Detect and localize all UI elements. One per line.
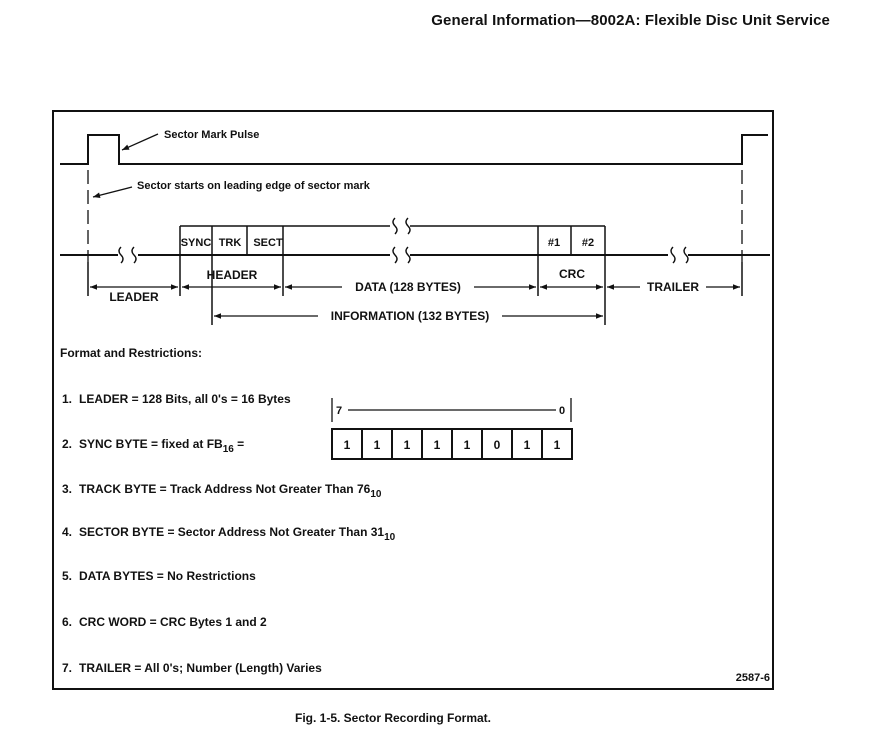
restriction-number: 4. (62, 525, 73, 539)
bit-cell-value: 1 (434, 438, 441, 452)
sector-mark-label: Sector Mark Pulse (164, 129, 259, 141)
field-crc-1: #1 (548, 237, 560, 249)
restriction-item: 4. SECTOR BYTE = Sector Address Not Great… (62, 525, 395, 543)
field-sync: SYNC (181, 237, 212, 249)
restriction-number: 1. (62, 392, 73, 406)
top-break-data (392, 217, 411, 235)
restriction-text: SYNC BYTE = fixed at FB (79, 437, 223, 451)
bit-lsb-label: 0 (559, 405, 565, 417)
restriction-number: 2. (62, 437, 73, 451)
bit-cell-value: 1 (464, 438, 471, 452)
figure-id: 2587-6 (735, 672, 770, 684)
field-crc-2: #2 (582, 237, 594, 249)
restriction-item: 5. DATA BYTES = No Restrictions (62, 569, 256, 583)
information-label: INFORMATION (132 BYTES) (331, 309, 489, 323)
restriction-text: DATA BYTES = No Restrictions (79, 569, 256, 583)
restriction-text: TRAILER = All 0's; Number (Length) Varie… (79, 661, 322, 675)
bit-msb-label: 7 (336, 405, 342, 417)
header-label: HEADER (207, 268, 258, 282)
bit-cell-value: 0 (494, 438, 501, 452)
restriction-item: 6. CRC WORD = CRC Bytes 1 and 2 (62, 615, 267, 629)
field-sect: SECT (253, 237, 283, 249)
bit-cell-value: 1 (524, 438, 531, 452)
restriction-text: CRC WORD = CRC Bytes 1 and 2 (79, 615, 267, 629)
restriction-item: 3. TRACK BYTE = Track Address Not Greater… (62, 482, 381, 500)
page-header: General Information—8002A: Flexible Disc… (431, 12, 830, 29)
figure-caption: Fig. 1-5. Sector Recording Format. (294, 711, 492, 725)
bit-cell-value: 1 (344, 438, 351, 452)
leader-label: LEADER (109, 290, 159, 304)
restrictions-title: Format and Restrictions: (60, 346, 203, 360)
restriction-number: 7. (62, 661, 73, 675)
track-break-leader (118, 246, 137, 264)
bit-cell-value: 1 (404, 438, 411, 452)
restriction-number: 5. (62, 569, 73, 583)
sector-mark-pointer (121, 133, 159, 151)
track-break-trailer (670, 246, 689, 264)
restriction-text: SECTOR BYTE = Sector Address Not Greater… (79, 525, 385, 539)
restriction-item: 7. TRAILER = All 0's; Number (Length) Var… (62, 661, 322, 675)
restriction-tail: = (233, 437, 245, 451)
sector-mark-waveform (60, 134, 768, 165)
figure-frame (52, 110, 774, 690)
track-break-data (392, 246, 411, 264)
bit-cell-value: 1 (374, 438, 381, 452)
restriction-subscript: 10 (370, 489, 382, 500)
crc-label: CRC (559, 267, 585, 281)
restriction-item: 1. LEADER = 128 Bits, all 0's = 16 Bytes (62, 392, 291, 406)
restriction-text: LEADER = 128 Bits, all 0's = 16 Bytes (79, 392, 291, 406)
restriction-number: 6. (62, 615, 73, 629)
bit-cell-value: 1 (554, 438, 561, 452)
sector-start-pointer (92, 186, 133, 198)
field-trk: TRK (219, 237, 242, 249)
restriction-subscript: 16 (222, 444, 234, 455)
sync-byte-bits: 1 1 1 1 1 0 1 1 (344, 429, 561, 459)
restriction-number: 3. (62, 482, 73, 496)
restriction-item: 2. SYNC BYTE = fixed at FB16 = (62, 437, 244, 455)
restriction-subscript: 10 (384, 532, 396, 543)
trailer-label: TRAILER (647, 280, 699, 294)
sector-start-label: Sector starts on leading edge of sector … (137, 180, 371, 192)
data-label: DATA (128 BYTES) (355, 280, 461, 294)
restriction-text: TRACK BYTE = Track Address Not Greater T… (79, 482, 371, 496)
